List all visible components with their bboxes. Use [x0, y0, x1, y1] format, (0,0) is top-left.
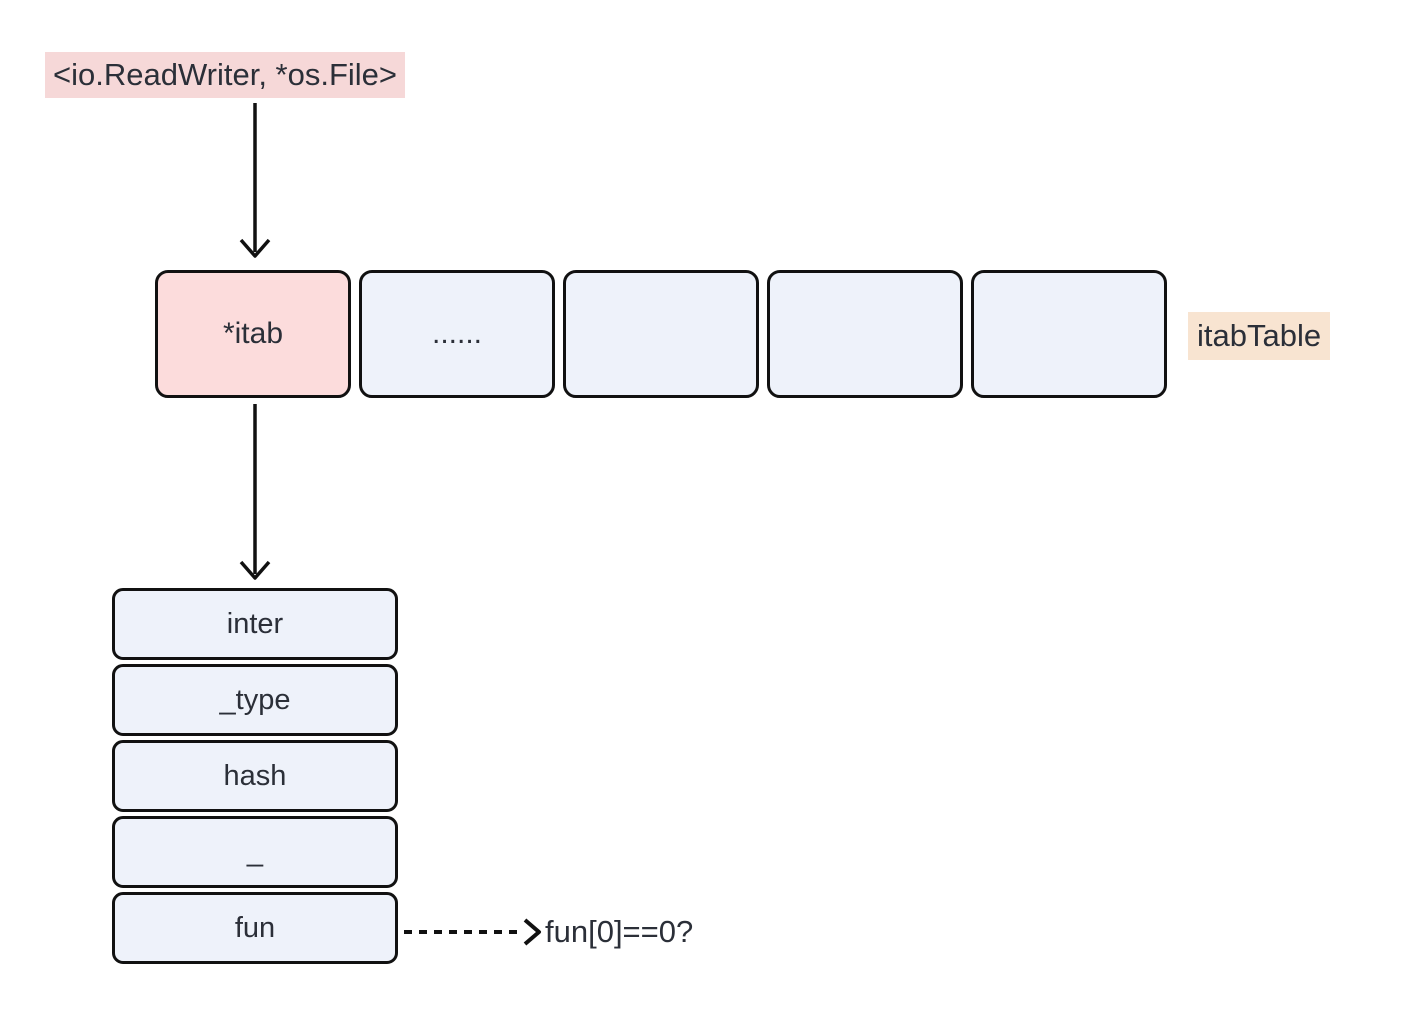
itab-cell-empty-3: [971, 270, 1167, 398]
itab-cell-empty-2: [767, 270, 963, 398]
arrow-key-to-itab: [239, 103, 271, 258]
itab-cell-pointer: *itab: [155, 270, 351, 398]
struct-field-type: _type: [112, 664, 398, 736]
struct-field-underscore: _: [112, 816, 398, 888]
arrow-fun-dashed: [404, 918, 541, 946]
arrow-itab-to-struct: [239, 404, 271, 580]
itab-cell-ellipsis: ......: [359, 270, 555, 398]
itab-table-row: *itab ......: [155, 270, 1167, 398]
fun-zero-check-annotation: fun[0]==0?: [545, 914, 694, 949]
struct-field-inter: inter: [112, 588, 398, 660]
itab-struct: inter _type hash _ fun: [112, 588, 398, 964]
struct-field-hash: hash: [112, 740, 398, 812]
itab-cell-empty-1: [563, 270, 759, 398]
itab-table-label: itabTable: [1188, 312, 1331, 360]
struct-field-fun: fun: [112, 892, 398, 964]
interface-type-pair-label: <io.ReadWriter, *os.File>: [45, 52, 406, 98]
